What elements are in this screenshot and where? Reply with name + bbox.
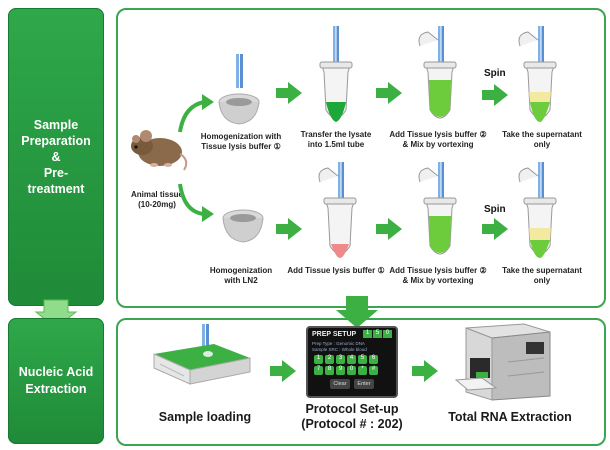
sidebar-sample-preparation: Sample Preparation & Pre- treatment	[8, 8, 104, 306]
tube-supernatant-icon-2	[518, 162, 557, 258]
cartridge-icon	[153, 324, 251, 385]
mouse-image	[131, 130, 188, 171]
keypad-key[interactable]: 6	[369, 355, 378, 364]
row2-spin-label: Spin	[484, 204, 506, 215]
row1-arrow-3	[482, 84, 508, 106]
row1-arrow-1	[276, 82, 302, 104]
sidebar-nucleic-acid-extraction: Nucleic Acid Extraction	[8, 318, 104, 444]
row2-arrow-2	[376, 218, 402, 240]
sample-loading-label: Sample loading	[158, 410, 252, 424]
keypad-key[interactable]: *	[358, 366, 367, 375]
row1-step1-label: Homogenization with Tissue lysis buffer …	[200, 132, 282, 151]
row1-arrow-2	[376, 82, 402, 104]
screen-actions: Clear Enter	[330, 379, 374, 389]
screen-top-key[interactable]: 5	[373, 330, 382, 338]
keypad-key[interactable]: 7	[314, 366, 323, 375]
keypad-key[interactable]: 4	[347, 355, 356, 364]
row2-step3-label: Add Tissue lysis buffer ② & Mix by vorte…	[389, 266, 487, 285]
screen-clear-button[interactable]: Clear	[330, 379, 350, 389]
row2-step1-label: Homogenization with LN2	[209, 266, 273, 285]
animal-tissue-label: Animal tissue (10-20mg)	[130, 190, 183, 209]
screen-top-key[interactable]: 0	[383, 330, 392, 338]
sidebar-nucleic-acid-label: Nucleic Acid Extraction	[18, 365, 94, 396]
tube-vortex-green-icon-2	[418, 162, 457, 255]
row1-spin-label: Spin	[484, 68, 506, 79]
branch-arrow-up	[178, 94, 214, 133]
row1-step3-label: Add Tissue lysis buffer ② & Mix by vorte…	[389, 130, 487, 149]
pretreatment-panel	[116, 8, 606, 308]
bottom-arrow-2	[412, 360, 438, 382]
tube-green-lysate-icon	[319, 26, 353, 122]
keypad-key[interactable]: 8	[325, 366, 334, 375]
tube-vortex-green-icon	[418, 26, 457, 119]
screen-top-keys: 1 5 0	[363, 330, 392, 338]
tube-supernatant-icon	[518, 26, 557, 122]
keypad-key[interactable]: 2	[325, 355, 334, 364]
screen-top-key[interactable]: 1	[363, 330, 372, 338]
row1-step4-label: Take the supernatant only	[502, 130, 582, 149]
branch-arrow-down	[178, 183, 214, 222]
panel-down-arrow	[336, 296, 378, 328]
sidebar-sample-preparation-label: Sample Preparation & Pre- treatment	[21, 118, 91, 196]
screen-enter-button[interactable]: Enter	[354, 379, 374, 389]
screen-keypad: 1 2 3 4 5 6 7 8 9 0 * #	[314, 355, 378, 375]
keypad-key[interactable]: 3	[336, 355, 345, 364]
row2-arrow-3	[482, 218, 508, 240]
tube-red-icon	[318, 162, 357, 258]
screen-line2: Sample SRC : Whole blood	[312, 347, 367, 352]
keypad-key[interactable]: #	[369, 366, 378, 375]
keypad-key[interactable]: 9	[336, 366, 345, 375]
keypad-key[interactable]: 5	[358, 355, 367, 364]
bottom-arrow-1	[270, 360, 296, 382]
row2-arrow-1	[276, 218, 302, 240]
screen-title: PREP SETUP	[312, 331, 357, 338]
mortar-pestle-icon	[218, 54, 260, 125]
screen-line1: Prep Type : Genomic DNA	[312, 341, 365, 346]
protocol-screen: PREP SETUP 1 5 0 Prep Type : Genomic DNA…	[306, 326, 398, 398]
row1-step2-label: Transfer the lysate into 1.5ml tube	[300, 130, 372, 149]
keypad-key[interactable]: 0	[347, 366, 356, 375]
total-rna-extraction-label: Total RNA Extraction	[448, 410, 572, 424]
extraction-instrument-icon	[454, 323, 551, 401]
mortar-icon	[222, 209, 264, 243]
protocol-setup-label: Protocol Set-up (Protocol # : 202)	[301, 402, 403, 431]
keypad-key[interactable]: 1	[314, 355, 323, 364]
row2-step4-label: Take the supernatant only	[502, 266, 582, 285]
row2-step2-label: Add Tissue lysis buffer ①	[287, 266, 385, 275]
